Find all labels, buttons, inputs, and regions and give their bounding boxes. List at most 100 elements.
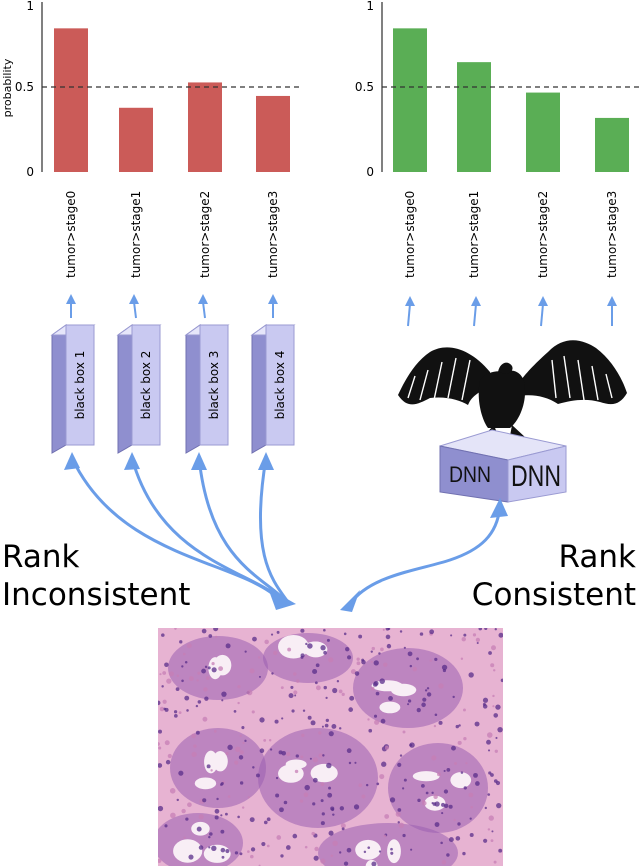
box-label: black box 4 xyxy=(273,351,287,420)
nucleus xyxy=(175,687,180,692)
gland xyxy=(388,743,488,833)
nucleus xyxy=(320,821,325,826)
nucleus xyxy=(354,671,360,676)
nucleus xyxy=(472,633,477,637)
nucleus xyxy=(390,851,394,855)
nucleus xyxy=(161,633,165,637)
bar-tumor>stage3 xyxy=(595,117,629,172)
nucleus xyxy=(266,844,270,848)
nucleus xyxy=(295,754,299,758)
nucleus xyxy=(312,668,318,675)
box-label: black box 3 xyxy=(207,351,221,420)
nucleus xyxy=(407,699,412,703)
nucleus xyxy=(314,846,319,852)
nucleus xyxy=(268,739,272,742)
y-axis-label: probability xyxy=(1,58,14,117)
dnn-right-label: DNN xyxy=(511,460,561,493)
nucleus xyxy=(389,797,396,803)
nucleus xyxy=(239,852,243,856)
nucleus xyxy=(420,783,425,788)
nucleus xyxy=(350,669,356,675)
nucleus xyxy=(482,702,486,706)
nucleus xyxy=(457,740,462,745)
nucleus xyxy=(356,657,360,661)
nucleus xyxy=(390,847,393,851)
nucleus xyxy=(198,814,204,820)
nucleus xyxy=(432,802,437,806)
nucleus xyxy=(429,629,435,635)
lumen xyxy=(355,839,381,860)
nucleus xyxy=(384,745,389,750)
nucleus xyxy=(220,814,223,817)
nucleus xyxy=(388,695,393,701)
nucleus xyxy=(381,761,387,767)
nucleus xyxy=(490,773,494,777)
nucleus xyxy=(273,650,278,656)
rank-consistent-label: Rank Consistent xyxy=(472,538,636,614)
nucleus xyxy=(321,725,324,728)
nucleus xyxy=(339,806,345,811)
nucleus xyxy=(213,729,217,733)
nucleus xyxy=(367,846,371,849)
nucleus xyxy=(492,694,495,698)
nucleus xyxy=(201,628,207,634)
nucleus xyxy=(158,858,162,863)
nucleus xyxy=(373,660,379,666)
nucleus xyxy=(378,850,382,853)
nucleus xyxy=(205,676,210,681)
nucleus xyxy=(195,730,200,735)
nucleus xyxy=(158,700,161,706)
box-front xyxy=(199,324,229,446)
nucleus xyxy=(320,858,326,864)
nucleus xyxy=(370,686,375,691)
nucleus xyxy=(438,683,444,689)
nucleus xyxy=(434,713,438,717)
nucleus xyxy=(455,724,459,729)
up-arrowhead xyxy=(129,294,139,304)
nucleus xyxy=(174,713,178,718)
bar-tumor>stage2 xyxy=(188,82,222,172)
nucleus xyxy=(373,680,379,686)
nucleus xyxy=(331,723,337,729)
nucleus xyxy=(458,724,461,727)
y-tick-label: 0 xyxy=(26,165,34,179)
nucleus xyxy=(318,753,323,758)
nucleus xyxy=(247,850,250,853)
nucleus xyxy=(257,656,261,659)
nucleus xyxy=(184,660,188,664)
box-front xyxy=(65,324,95,446)
nucleus xyxy=(402,730,406,734)
up-arrow-shaft xyxy=(540,303,544,327)
nucleus xyxy=(234,851,239,855)
nucleus xyxy=(221,855,225,859)
nucleus xyxy=(242,741,245,745)
up-arrowhead xyxy=(607,296,617,306)
nucleus xyxy=(328,830,334,836)
nucleus xyxy=(376,782,380,786)
box-front xyxy=(265,324,295,446)
nucleus xyxy=(460,771,464,774)
nucleus xyxy=(332,687,338,694)
nucleus xyxy=(453,762,458,766)
nucleus xyxy=(493,779,498,783)
nucleus xyxy=(318,731,322,735)
nucleus xyxy=(246,689,253,696)
bar-tumor>stage0 xyxy=(54,28,88,172)
nucleus xyxy=(473,772,478,778)
nucleus xyxy=(304,845,308,849)
category-label: tumor>stage2 xyxy=(198,191,212,278)
nucleus xyxy=(208,634,213,638)
up-arrow-shaft xyxy=(202,301,206,319)
nucleus xyxy=(343,632,347,636)
nucleus xyxy=(403,646,406,649)
nucleus xyxy=(497,726,503,733)
nucleus xyxy=(178,711,182,715)
nucleus xyxy=(304,784,310,791)
nucleus xyxy=(310,720,316,726)
nucleus xyxy=(374,719,380,725)
nucleus xyxy=(371,646,376,651)
arrowheads xyxy=(64,452,508,612)
lumen xyxy=(310,763,338,783)
nucleus xyxy=(326,762,332,769)
nucleus xyxy=(220,782,224,785)
